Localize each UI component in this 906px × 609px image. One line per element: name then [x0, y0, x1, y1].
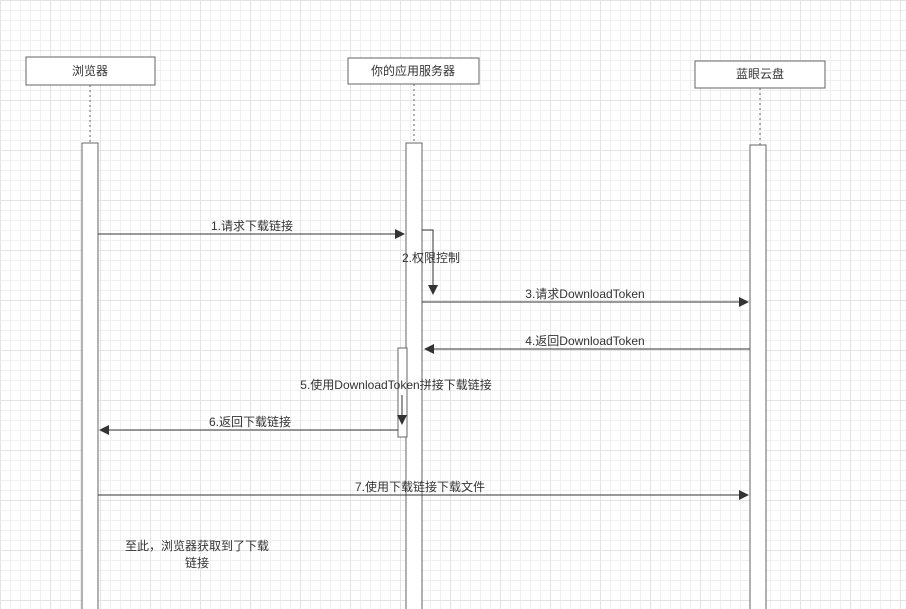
participant-browser: 浏览器: [25, 56, 156, 86]
note-line-2: 链接: [185, 555, 209, 570]
participant-app-server-label: 你的应用服务器: [371, 63, 455, 78]
participant-cloud-disk: 蓝眼云盘: [694, 60, 826, 89]
message-4-label: 4.返回DownloadToken: [525, 334, 644, 348]
activation-bar-cloud-disk: [749, 144, 767, 609]
message-6-label: 6.返回下载链接: [209, 414, 291, 429]
message-2-label: 2.权限控制: [402, 251, 460, 265]
message-5-label: 5.使用DownloadToken拼接下载链接: [300, 377, 491, 392]
participant-app-server: 你的应用服务器: [347, 57, 480, 85]
activation-bar-app-server: [405, 142, 423, 609]
activation-bar-app-server-nested: [397, 347, 408, 438]
message-2-arrow: [422, 229, 438, 295]
participant-browser-label: 浏览器: [72, 63, 108, 78]
message-1-label: 1.请求下载链接: [211, 218, 293, 233]
note-download-link-obtained: 至此，浏览器获取到了下载 链接: [125, 538, 269, 570]
message-3-label: 3.请求DownloadToken: [525, 287, 644, 301]
activation-bar-browser: [81, 142, 99, 609]
message-7-label: 7.使用下载链接下载文件: [355, 479, 485, 494]
participant-cloud-disk-label: 蓝眼云盘: [736, 66, 784, 81]
note-line-1: 至此，浏览器获取到了下载: [125, 538, 269, 553]
